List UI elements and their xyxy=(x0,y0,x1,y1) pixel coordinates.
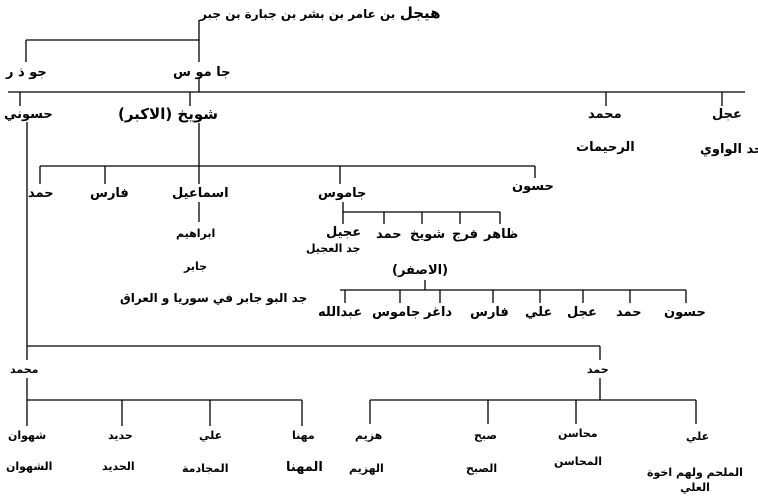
asfar-child-ajil: عجل xyxy=(567,305,597,320)
note-rahimat: الرحيمات xyxy=(576,140,635,155)
node-jamus-s: جاموس xyxy=(318,186,367,201)
node-ujail: عجيل xyxy=(326,225,362,240)
h-clan-subh: الصبح xyxy=(466,462,498,475)
node-ibrahim: ابراهيم xyxy=(176,227,216,240)
node-zaher: ظاهر xyxy=(484,227,519,242)
node-hamad-s: حمد xyxy=(28,186,54,201)
m-clan-hadid: الحديد xyxy=(102,460,135,473)
h-child-mahasin: محاسن xyxy=(558,427,598,440)
node-hamad-j: حمد xyxy=(376,227,402,242)
asfar-child-ali: علي xyxy=(525,305,553,320)
node-hamad-h: حمد xyxy=(587,363,609,376)
m-child-shahwan: شهوان xyxy=(8,429,47,442)
asfar-child-hamad: حمد xyxy=(616,305,642,320)
root-name: هيجل xyxy=(399,4,441,22)
asfar-child-hassun: حسون xyxy=(664,305,706,320)
h-clan-malham: الملحم ولهم اخوة العلي xyxy=(647,466,743,495)
node-mohammed-h: محمد xyxy=(10,363,39,376)
node-hassun-s: حسون xyxy=(512,179,554,194)
m-clan-shahwan: الشهوان xyxy=(6,460,53,473)
h-clan-hazim: الهزيم xyxy=(349,462,384,475)
h-child-hazim: هزيم xyxy=(355,429,383,442)
h-child-ali: علي xyxy=(686,430,710,443)
h-clan-mahasin: المحاسن xyxy=(554,455,603,468)
asfar-child-dagher: داغر xyxy=(424,305,453,320)
m-child-hadid: حديد xyxy=(108,429,133,442)
m-child-ali: علي xyxy=(199,429,223,442)
node-hasuni: حسوني xyxy=(4,107,53,122)
m-child-muhanna: مهنا xyxy=(292,429,315,442)
asfar-child-jamus: جاموس xyxy=(372,305,421,320)
root-lineage: بن عامر بن بشر بن جبارة بن جبر xyxy=(200,7,396,21)
asfar-child-abdullah: عبدالله xyxy=(318,305,363,320)
m-clan-muhanna: المهنا xyxy=(286,460,323,475)
node-ajil: عجل xyxy=(712,107,742,122)
node-jaber: جابر xyxy=(184,260,208,273)
node-mohammed-rahimat: محمد xyxy=(588,107,622,122)
node-faris-s: فارس xyxy=(90,186,129,201)
h-child-subh: صبح xyxy=(474,429,498,442)
note-ujail: جد العجيل xyxy=(306,242,361,255)
node-asfar: (الاصفر) xyxy=(392,263,449,278)
note-ajil: جد الواوي xyxy=(700,142,758,157)
node-faraj: فرج xyxy=(452,227,478,242)
asfar-child-faris: فارس xyxy=(470,305,509,320)
m-clan-majadma: المجادمة xyxy=(182,462,229,475)
note-bujaber: جد البو جابر في سوريا و العراق xyxy=(120,291,308,305)
node-shwaykh: شويخ (الاكبر) xyxy=(118,105,219,123)
node-ismail: اسماعيل xyxy=(172,186,229,201)
node-jamus: جا مو س xyxy=(173,65,231,80)
node-jawz: جو ذ ر xyxy=(6,65,47,80)
node-shwaykh-j: شويخ xyxy=(410,227,446,242)
root-node: هيجل بن عامر بن بشر بن جبارة بن جبر xyxy=(200,6,441,21)
